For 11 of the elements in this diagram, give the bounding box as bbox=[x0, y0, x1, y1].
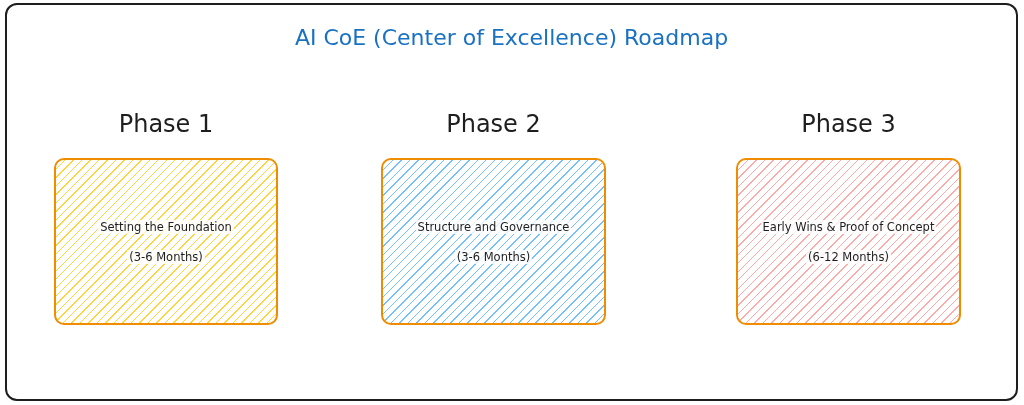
phase-heading: Phase 3 bbox=[800, 110, 897, 138]
phase-duration: (3-6 Months) bbox=[127, 249, 205, 264]
phase-heading: Phase 1 bbox=[117, 110, 215, 138]
phase-duration: (6-12 Months) bbox=[806, 249, 891, 264]
phase-duration: (3-6 Months) bbox=[454, 249, 533, 264]
diagram-title: AI CoE (Center of Excellence) Roadmap bbox=[293, 25, 730, 50]
phase-description: Setting the Foundation bbox=[98, 219, 234, 234]
phase-description: Structure and Governance bbox=[415, 219, 572, 234]
frame-box bbox=[5, 3, 1018, 401]
phase-description: Early Wins & Proof of Concept bbox=[760, 219, 937, 234]
phase-heading: Phase 2 bbox=[445, 110, 542, 138]
